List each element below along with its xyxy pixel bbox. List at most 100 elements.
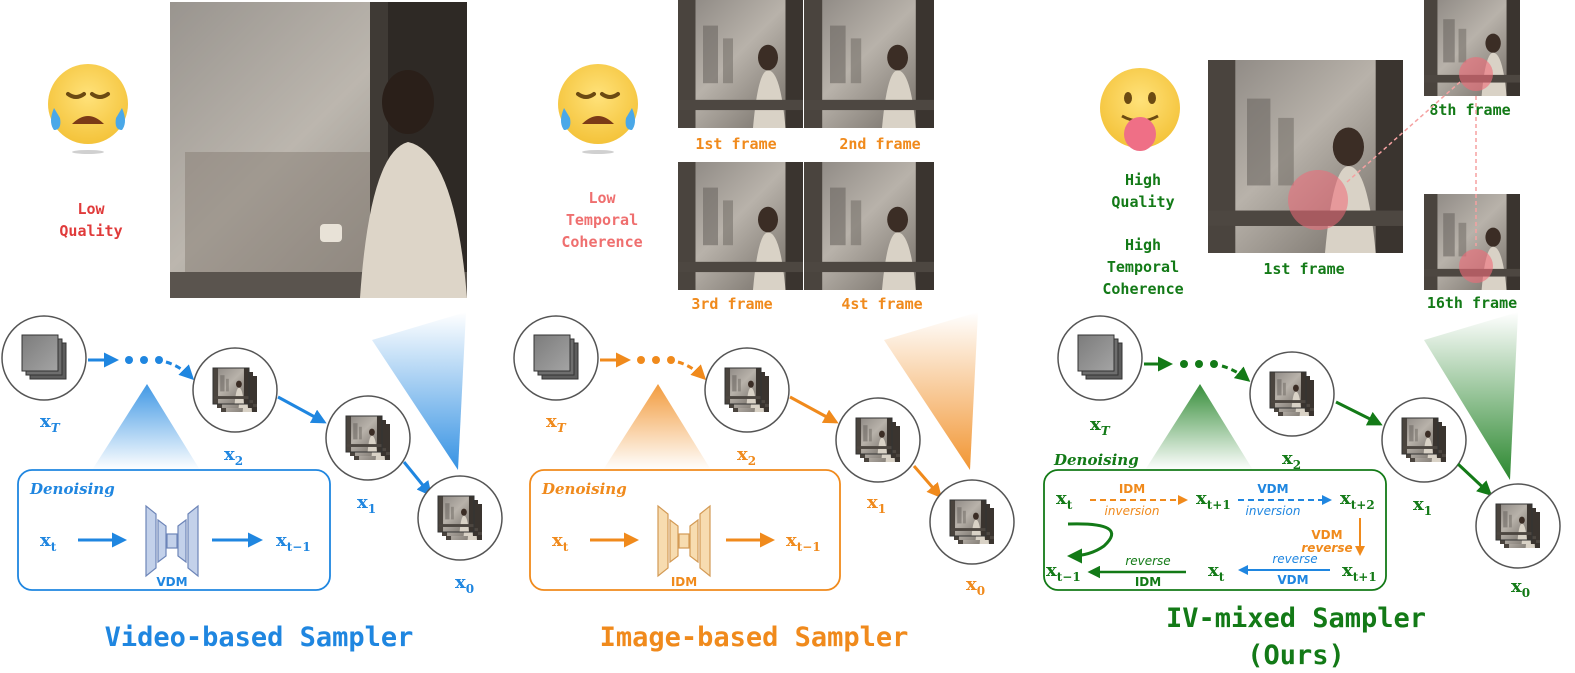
image-arrow-x2-x1 <box>789 395 839 424</box>
mixed-arrow-x1-x0 <box>1456 462 1493 497</box>
mixed-label-x2: x2 <box>1282 448 1301 472</box>
mixed-node-xt-minus1: xt−1 <box>1046 560 1081 584</box>
mixed-edge-vdm-reverse-b-label2: VDM <box>1277 573 1308 587</box>
mixed-frame-16 <box>1424 194 1520 290</box>
mixed-panel: High Quality High Temporal Coherence 1st… <box>1043 0 1561 671</box>
image-label-xT: xT <box>546 411 567 435</box>
mixed-frame-1-label: 1st frame <box>1263 260 1344 278</box>
mixed-frame-1 <box>1208 60 1403 253</box>
mixed-dot-3 <box>1210 360 1218 368</box>
image-node-x0 <box>929 479 1015 565</box>
image-frame-3 <box>678 162 803 290</box>
image-quality-label-line2: Temporal <box>566 211 638 229</box>
video-box-xt1: xt−1 <box>276 530 311 554</box>
mixed-node-xt-plus1: xt+1 <box>1196 488 1231 512</box>
mixed-frame-8 <box>1424 0 1520 96</box>
image-panel-title: Image-based Sampler <box>600 622 909 653</box>
mixed-node-x2 <box>1249 351 1335 437</box>
image-arrow-x1-x0 <box>912 465 942 499</box>
mixed-node-xt: xt <box>1056 488 1073 512</box>
mixed-label-x1: x1 <box>1413 494 1432 518</box>
image-frame-1-label: 1st frame <box>695 135 776 153</box>
image-label-x2: x2 <box>737 444 756 468</box>
mixed-panel-title-line2: (Ours) <box>1247 640 1345 671</box>
video-arrow-x1-x0 <box>402 461 432 497</box>
mixed-denoise-triangle <box>1145 384 1253 470</box>
image-frame-1 <box>678 0 803 128</box>
mixed-edge-idm-reverse-label2: IDM <box>1135 575 1161 589</box>
mixed-edge-vdm-reverse-label1: VDM <box>1311 528 1342 542</box>
mixed-node-xt-plus1-b: xt+1 <box>1342 560 1377 584</box>
video-node-x2 <box>192 347 278 433</box>
image-frame-4 <box>804 162 934 290</box>
video-panel-title: Video-based Sampler <box>105 622 414 653</box>
mixed-edge-idm-inversion-label1: IDM <box>1119 482 1145 496</box>
image-label-x0: x0 <box>966 574 985 598</box>
mixed-node-xt-plus2: xt+2 <box>1340 488 1375 512</box>
mixed-quality-line2: Quality <box>1111 193 1174 211</box>
video-node-x1 <box>325 395 411 481</box>
image-denoising-label: Denoising <box>541 480 627 498</box>
video-denoising-box <box>17 469 331 591</box>
mixed-quality-line1: High <box>1125 171 1161 189</box>
mixed-frame-16-label: 16th frame <box>1427 294 1517 312</box>
mixed-coherence-line3: Coherence <box>1102 280 1183 298</box>
video-dot-3 <box>155 356 163 364</box>
image-node-xT <box>513 315 599 401</box>
video-panel: Low Quality xT <box>1 2 503 653</box>
video-denoising-label: Denoising <box>29 480 115 498</box>
video-quality-label-line1: Low <box>77 200 105 218</box>
video-output-triangle <box>372 312 466 470</box>
video-label-x1: x1 <box>357 492 376 516</box>
video-label-x0: x0 <box>455 572 474 596</box>
mixed-edge-vdm-inversion-label2: inversion <box>1246 504 1301 518</box>
image-box-model-label: IDM <box>671 575 697 589</box>
video-label-x2: x2 <box>224 444 243 468</box>
image-node-x1 <box>835 397 921 483</box>
image-box-xt1: xt−1 <box>786 530 821 554</box>
mixed-edge-vdm-reverse-b-label1: reverse <box>1272 552 1317 566</box>
video-box-model-label: VDM <box>156 575 187 589</box>
image-dot-3 <box>667 356 675 364</box>
video-box-xt: xt <box>40 530 57 554</box>
mixed-denoising-label: Denoising <box>1053 451 1139 469</box>
mixed-node-x1 <box>1381 397 1467 483</box>
image-frame-4-label: 4st frame <box>841 295 922 313</box>
mixed-node-x0 <box>1475 483 1561 569</box>
image-arrow-dots-x2 <box>677 360 707 381</box>
image-dot-1 <box>637 356 645 364</box>
mixed-label-xT: xT <box>1090 414 1111 438</box>
image-frame-3-label: 3rd frame <box>691 295 772 313</box>
mixed-panel-title-line1: IV-mixed Sampler <box>1166 603 1426 634</box>
mixed-label-x0: x0 <box>1511 576 1530 600</box>
mixed-node-xT <box>1057 315 1143 401</box>
mixed-arrow-x2-x1 <box>1335 400 1383 426</box>
mixed-dot-1 <box>1180 360 1188 368</box>
mixed-coherence-line2: Temporal <box>1107 258 1179 276</box>
video-output-image <box>170 2 467 298</box>
mixed-edge-idm-inversion-label2: inversion <box>1105 504 1160 518</box>
crying-face-emoji-icon-2 <box>558 64 638 154</box>
image-output-triangle <box>884 312 978 470</box>
video-node-x0 <box>417 475 503 561</box>
image-panel: Low Temporal Coherence 1st frame 2nd fra… <box>513 0 1015 653</box>
mixed-edge-idm-reverse-label1: reverse <box>1125 554 1170 568</box>
video-arrow-x2-x1 <box>277 395 327 424</box>
mixed-output-triangle <box>1424 312 1518 480</box>
video-dot-1 <box>125 356 133 364</box>
video-dot-2 <box>140 356 148 364</box>
mixed-loop-arrow <box>1067 522 1114 564</box>
video-label-xT: xT <box>40 411 61 435</box>
crying-face-emoji-icon <box>48 64 128 154</box>
video-node-xT <box>1 315 87 401</box>
mixed-arrow-dots-x2 <box>1221 364 1251 382</box>
image-frame-2-label: 2nd frame <box>839 135 920 153</box>
image-quality-label-line1: Low <box>588 189 616 207</box>
mixed-edge-vdm-reverse-label2: reverse <box>1301 541 1352 555</box>
image-frame-2 <box>804 0 934 128</box>
video-quality-label-line2: Quality <box>59 222 122 240</box>
image-denoising-box <box>529 469 841 591</box>
video-denoise-triangle <box>92 384 200 470</box>
mixed-edge-vdm-inversion-label1: VDM <box>1257 482 1288 496</box>
